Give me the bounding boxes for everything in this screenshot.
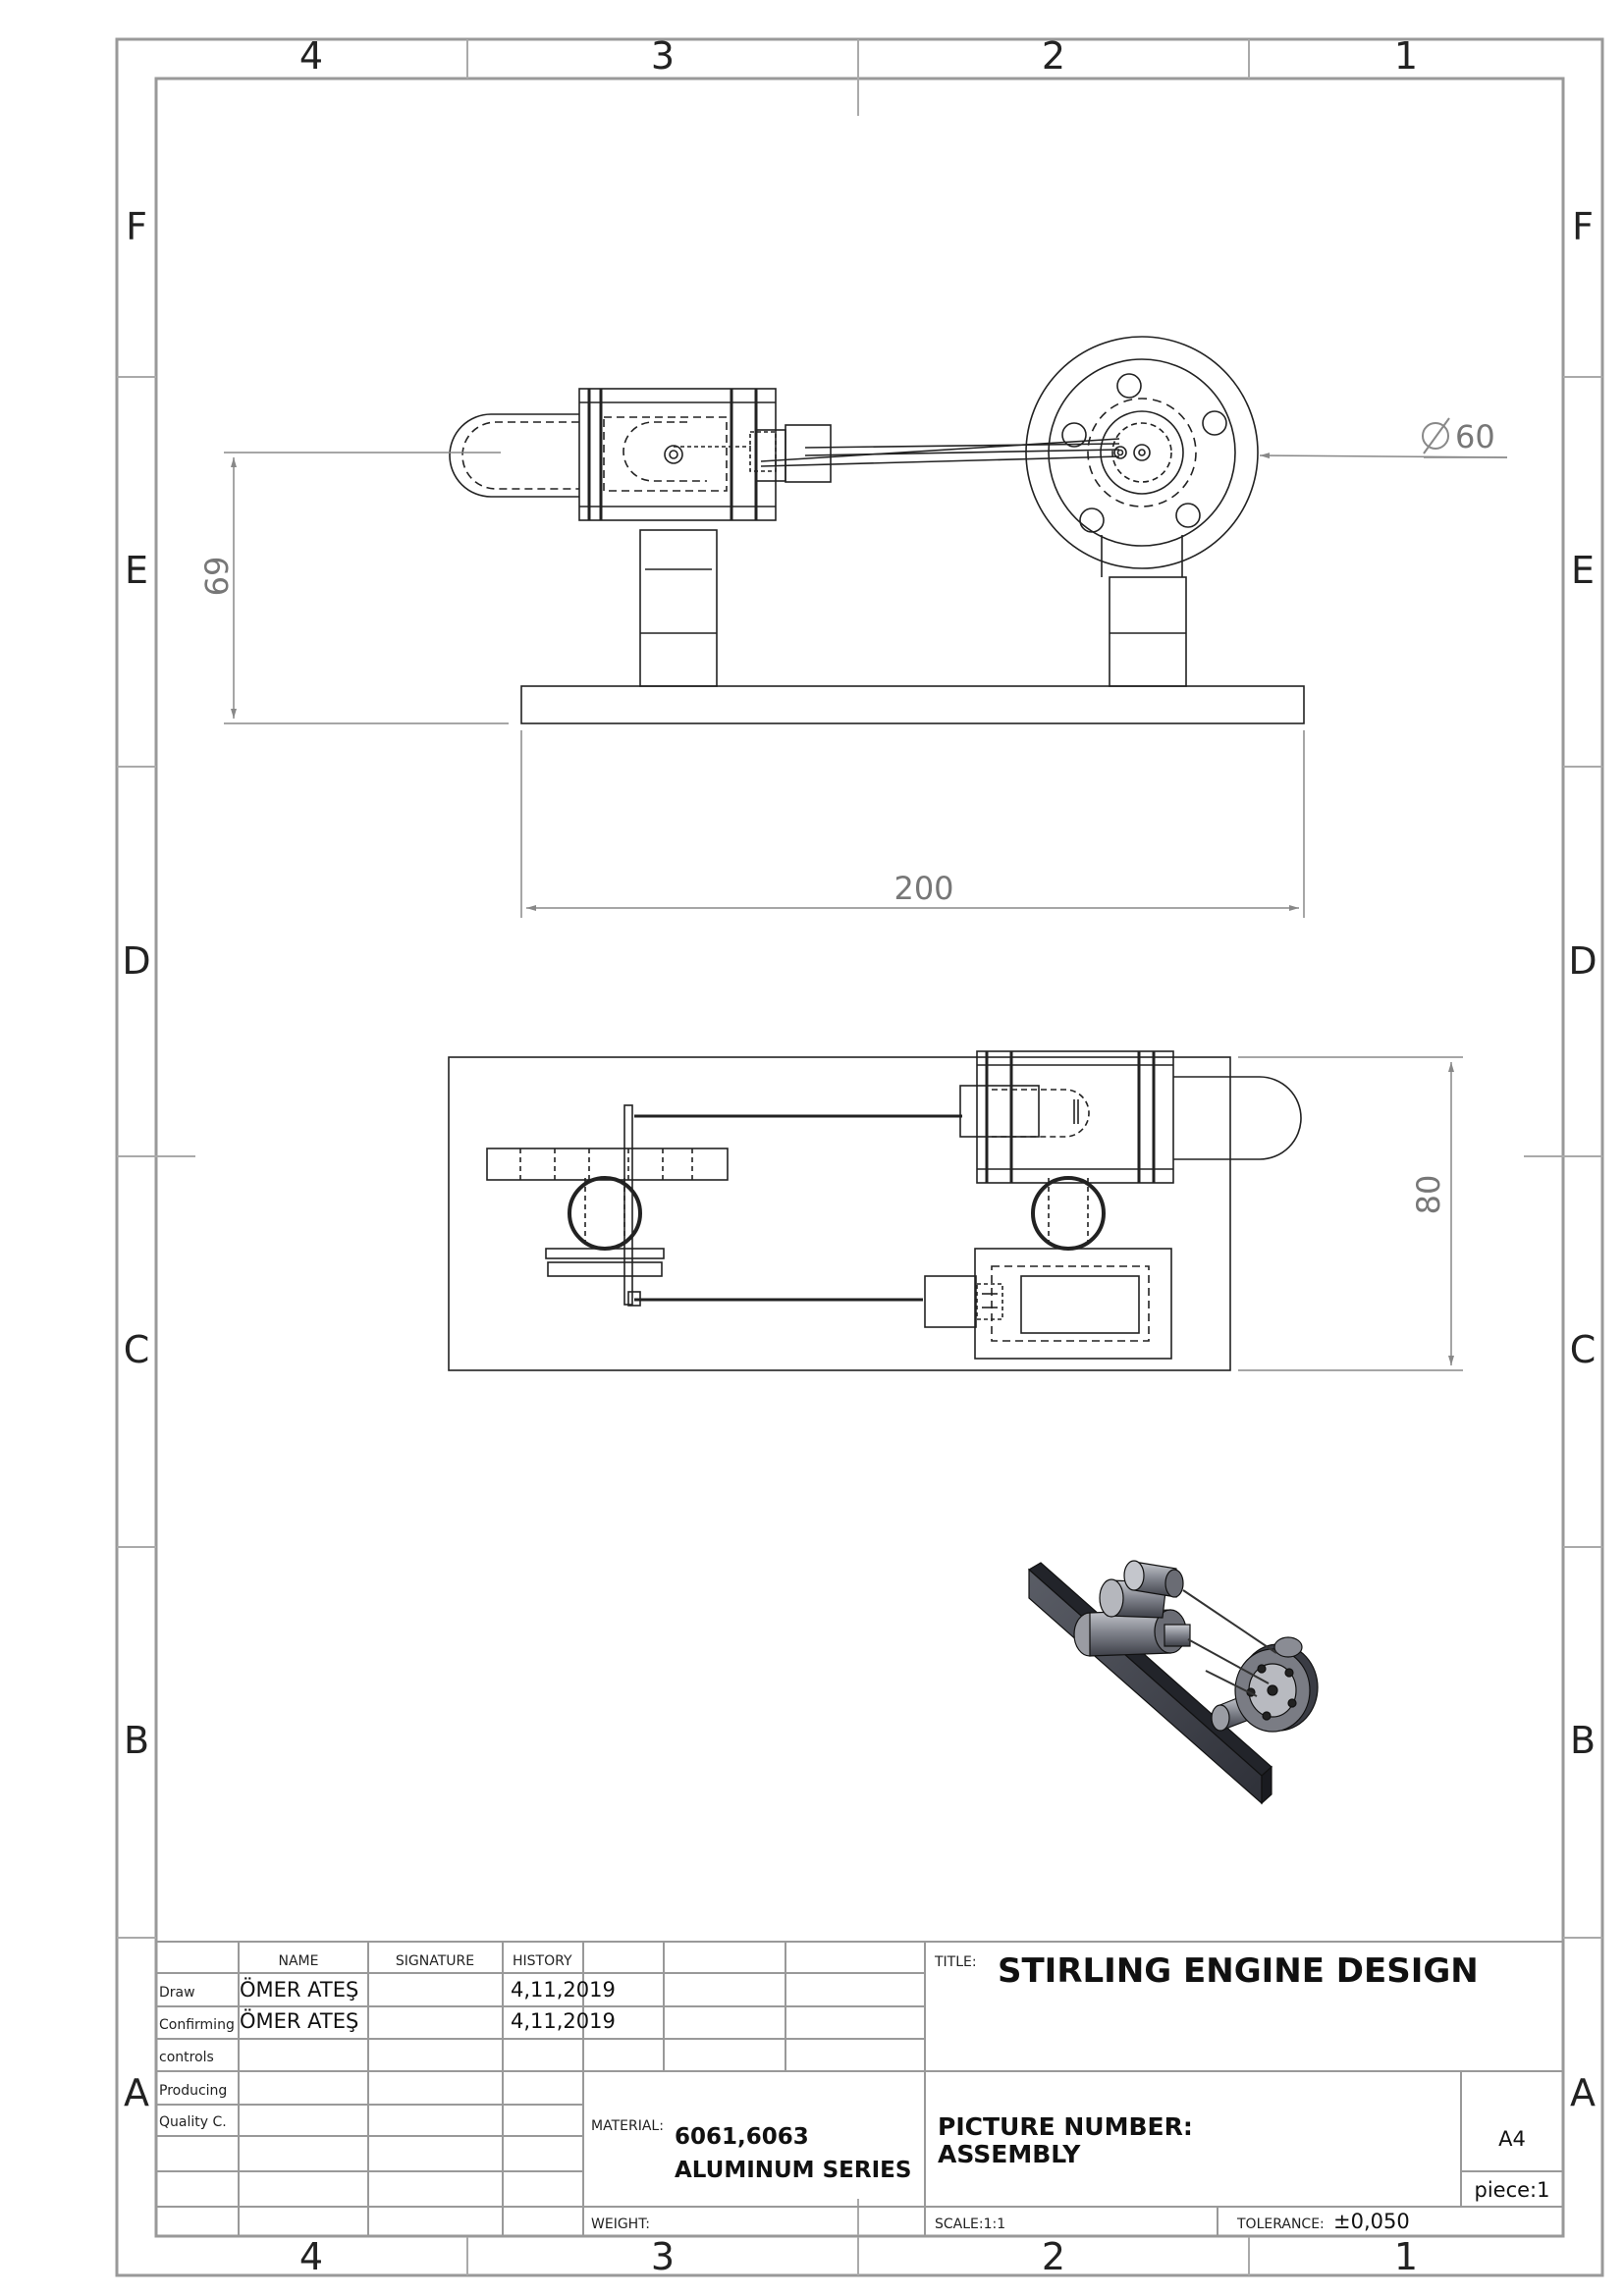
zone-row-d-right: D — [1568, 939, 1597, 983]
piece-count: piece:1 — [1475, 2178, 1550, 2202]
zone-row-c-left: C — [124, 1328, 150, 1371]
top-power-cylinder — [924, 1248, 1172, 1360]
role-confirming: Confirming — [159, 2017, 235, 2033]
sheet-size: A4 — [1498, 2127, 1526, 2151]
picture-number-label: PICTURE NUMBER: — [938, 2112, 1193, 2141]
zone-col-1-bottom: 1 — [1394, 2235, 1418, 2278]
zone-col-1-top: 1 — [1394, 34, 1418, 78]
zone-col-2-top: 2 — [1042, 34, 1065, 78]
header-name: NAME — [279, 1953, 319, 1969]
front-view — [449, 336, 1305, 724]
confirm-date: 4,11,2019 — [511, 2009, 616, 2033]
top-cylinder — [959, 1050, 1302, 1251]
zone-row-b-right: B — [1570, 1719, 1596, 1762]
zone-row-c-right: C — [1570, 1328, 1597, 1371]
role-draw: Draw — [159, 1985, 195, 2001]
zone-col-3-bottom: 3 — [651, 2235, 675, 2278]
zone-col-2-bottom: 2 — [1042, 2235, 1065, 2278]
title-label: TITLE: — [934, 1954, 977, 1970]
scale: SCALE:1:1 — [935, 2216, 1005, 2232]
title-block-grid — [155, 1941, 1564, 2237]
front-connecting-rods — [760, 438, 1120, 467]
zone-row-b-left: B — [124, 1719, 149, 1762]
picture-number: ASSEMBLY — [938, 2140, 1081, 2168]
isometric-view — [1027, 1560, 1319, 1805]
top-base-plate — [448, 1056, 1231, 1371]
front-flywheel — [1025, 336, 1259, 577]
zone-row-a-left: A — [124, 2071, 149, 2114]
material-label: MATERIAL: — [591, 2118, 664, 2134]
role-producing: Producing — [159, 2083, 227, 2099]
zone-col-4-bottom: 4 — [299, 2235, 323, 2278]
tolerance-label: TOLERANCE: — [1236, 2216, 1325, 2232]
confirmer-name: ÖMER ATEŞ — [240, 2008, 358, 2033]
zone-row-f-left: F — [126, 205, 147, 248]
dim-diameter-label: 60 — [1455, 418, 1495, 455]
top-flywheel — [486, 1104, 729, 1307]
zone-col-3-top: 3 — [651, 34, 675, 78]
zone-row-e-left: E — [125, 549, 148, 592]
header-signature: SIGNATURE — [396, 1953, 474, 1969]
front-base-plate — [520, 685, 1305, 724]
zone-row-f-right: F — [1572, 205, 1594, 248]
diameter-symbol — [1422, 417, 1450, 454]
zone-col-4-top: 4 — [299, 34, 323, 78]
front-right-stand — [1109, 576, 1187, 687]
zone-row-a-right: A — [1570, 2071, 1596, 2114]
drawing-title: STIRLING ENGINE DESIGN — [998, 1951, 1479, 1991]
zone-row-d-left: D — [122, 939, 150, 983]
weight-label: WEIGHT: — [591, 2216, 650, 2232]
sheet-border — [115, 37, 1604, 2277]
header-history: HISTORY — [513, 1953, 572, 1969]
dim-depth-label: 80 — [1410, 1175, 1447, 1215]
tolerance-value: ±0,050 — [1333, 2210, 1410, 2233]
inner-border — [154, 77, 1565, 2238]
front-dimensions — [224, 452, 1508, 918]
dim-width-label: 200 — [893, 870, 953, 907]
draw-date: 4,11,2019 — [511, 1978, 616, 2002]
drawer-name: ÖMER ATEŞ — [240, 1977, 358, 2002]
zone-row-e-right: E — [1571, 549, 1595, 592]
top-dimensions — [1238, 1056, 1463, 1371]
role-controls: controls — [159, 2050, 214, 2065]
role-quality: Quality C. — [159, 2114, 227, 2130]
front-left-stand — [639, 529, 718, 687]
zone-ticks — [117, 39, 1602, 2275]
front-cylinder — [449, 388, 832, 521]
material-line-2: ALUMINUM SERIES — [675, 2158, 911, 2183]
dim-height-label: 69 — [198, 557, 236, 597]
top-view — [448, 1050, 1302, 1371]
material-line-1: 6061,6063 — [675, 2124, 809, 2150]
